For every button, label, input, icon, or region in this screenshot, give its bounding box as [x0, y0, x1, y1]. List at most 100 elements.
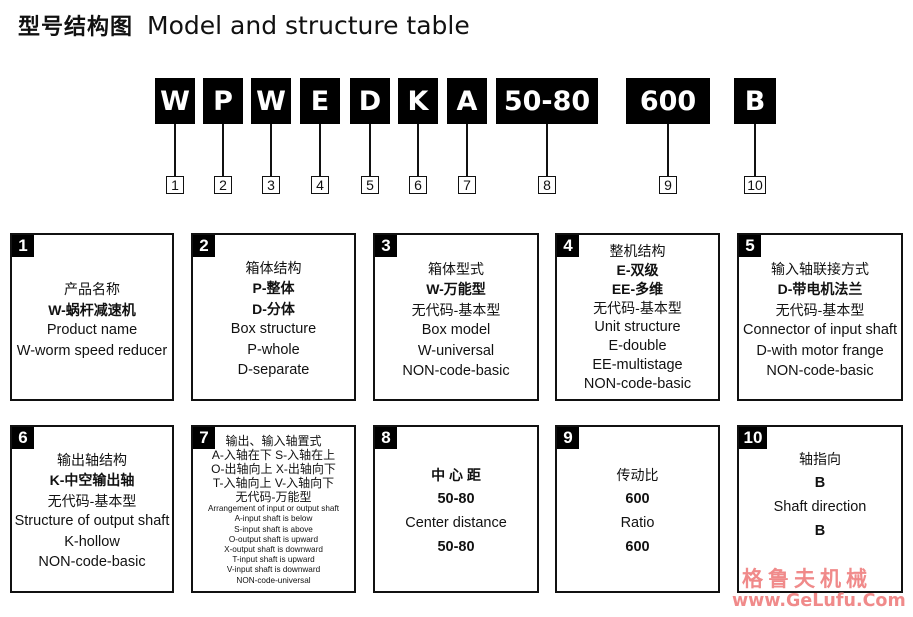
box-text: Box model: [421, 322, 491, 338]
box-text: Shaft direction: [773, 499, 867, 515]
box-text: 600: [625, 491, 650, 507]
box-text: P-whole: [247, 341, 300, 358]
code-block-4: E: [300, 78, 340, 124]
info-box-7: 输出、输入轴置式 A-入轴在下 S-入轴在上 O-出轴向上 X-出轴向下 T-入…: [191, 425, 356, 593]
info-box-3: 箱体型式 W-万能型 无代码-基本型 Box model W-universal…: [373, 233, 539, 401]
connector-line: [174, 124, 176, 176]
box-text: O-出轴向上 X-出轴向下: [211, 462, 336, 477]
box-number-badge: 3: [375, 235, 397, 257]
box-text: V-input shaft is downward: [226, 565, 321, 575]
box-text: NON-code-universal: [236, 575, 311, 585]
box-number-badge: 8: [375, 427, 397, 449]
box-text: E-双级: [616, 262, 659, 278]
box-text: 轴指向: [799, 451, 841, 467]
watermark-url: www.GeLufu.Com: [732, 591, 906, 611]
box-text: X-output shaft is downward: [224, 545, 323, 554]
code-block-9: 600: [626, 78, 710, 124]
box-text: 输出轴结构: [57, 451, 127, 468]
box-text: 中 心 距: [431, 467, 481, 483]
connector-line: [222, 124, 224, 176]
box-text: 50-80: [437, 491, 475, 507]
connector-line: [270, 124, 272, 176]
box-text: Connector of input shaft: [743, 322, 897, 338]
box-text: D-with motor frange: [756, 342, 884, 359]
position-number-5: 5: [361, 176, 379, 194]
code-block-7: A: [447, 78, 487, 124]
title-chinese: 型号结构图: [18, 15, 134, 40]
box-text: 箱体型式: [428, 260, 484, 277]
info-box-6: 输出轴结构 K-中空输出轴 无代码-基本型 Structure of outpu…: [10, 425, 174, 593]
box-text: D-separate: [237, 362, 310, 378]
box-text: 整机结构: [609, 243, 666, 259]
box-text: P-整体: [252, 280, 295, 296]
box-text: Box structure: [230, 321, 317, 337]
position-number-1: 1: [166, 176, 184, 194]
box-text: K-hollow: [64, 533, 120, 550]
box-text: W-蜗杆减速机: [48, 301, 136, 318]
position-number-8: 8: [538, 176, 556, 194]
box-text: A-入轴在下 S-入轴在上: [211, 448, 336, 463]
position-number-2: 2: [214, 176, 232, 194]
connector-line: [417, 124, 419, 176]
box-number-badge: 9: [557, 427, 579, 449]
box-text: T-input shaft is upward: [232, 555, 315, 565]
box-text: 传动比: [616, 467, 659, 483]
connector-line: [369, 124, 371, 176]
box-text: EE-多维: [611, 281, 664, 297]
connector-line: [667, 124, 669, 176]
box-text: W-worm speed reducer: [16, 342, 168, 359]
box-text: B: [814, 523, 826, 539]
box-text: A-input shaft is below: [234, 514, 313, 524]
info-box-1: 产品名称 W-蜗杆减速机 Product name W-worm speed r…: [10, 233, 174, 401]
box-text: T-入轴向上 V-入轴向下: [212, 476, 335, 491]
box-text: EE-multistage: [592, 357, 683, 373]
code-block-3: W: [251, 78, 291, 124]
box-number-badge: 1: [12, 235, 34, 257]
box-text: S-input shaft is above: [234, 524, 313, 534]
box-text: 箱体结构: [245, 259, 302, 276]
box-text: 无代码-基本型: [775, 301, 865, 318]
box-text: Unit structure: [594, 319, 681, 335]
box-text: 600: [625, 539, 650, 555]
position-number-4: 4: [311, 176, 329, 194]
page-title: 型号结构图 Model and structure table: [18, 8, 470, 42]
code-block-1: W: [155, 78, 195, 124]
box-text: Ratio: [620, 515, 655, 531]
box-text: W-万能型: [426, 281, 486, 297]
box-number-badge: 5: [739, 235, 761, 257]
info-box-2: 箱体结构 P-整体 D-分体 Box structure P-whole D-s…: [191, 233, 356, 401]
box-text: Center distance: [405, 515, 507, 531]
box-number-badge: 4: [557, 235, 579, 257]
box-text: 无代码-基本型: [47, 492, 137, 509]
box-text: 50-80: [437, 539, 475, 555]
info-box-10: 轴指向 B Shaft direction B 10: [737, 425, 903, 593]
connector-line: [319, 124, 321, 176]
box-text: NON-code-basic: [766, 363, 874, 379]
code-block-5: D: [350, 78, 390, 124]
box-text: D-分体: [252, 300, 295, 317]
info-box-9: 传动比 600 Ratio 600 9: [555, 425, 720, 593]
position-number-6: 6: [409, 176, 427, 194]
box-text: Arrangement of input or output shaft: [207, 504, 340, 514]
box-text: Product name: [46, 322, 138, 338]
box-text: K-中空输出轴: [49, 472, 135, 488]
box-text: NON-code-basic: [38, 554, 146, 570]
box-text: 产品名称: [64, 281, 120, 297]
position-number-7: 7: [458, 176, 476, 194]
code-block-2: P: [203, 78, 243, 124]
info-box-8: 中 心 距 50-80 Center distance 50-80 8: [373, 425, 539, 593]
title-english: Model and structure table: [147, 10, 470, 40]
watermark-company-name: 格鲁夫机械: [742, 566, 872, 591]
box-text: Structure of output shaft: [14, 513, 170, 529]
box-text: 输出、输入轴置式: [225, 434, 322, 449]
box-text: E-double: [608, 338, 667, 354]
position-number-3: 3: [262, 176, 280, 194]
info-box-4: 整机结构 E-双级 EE-多维 无代码-基本型 Unit structure E…: [555, 233, 720, 401]
connector-line: [546, 124, 548, 176]
connector-line: [466, 124, 468, 176]
box-text: 输入轴联接方式: [771, 260, 869, 277]
connector-line: [754, 124, 756, 176]
box-text: 无代码-基本型: [411, 301, 501, 318]
box-number-badge: 6: [12, 427, 34, 449]
code-block-8: 50-80: [496, 78, 598, 124]
